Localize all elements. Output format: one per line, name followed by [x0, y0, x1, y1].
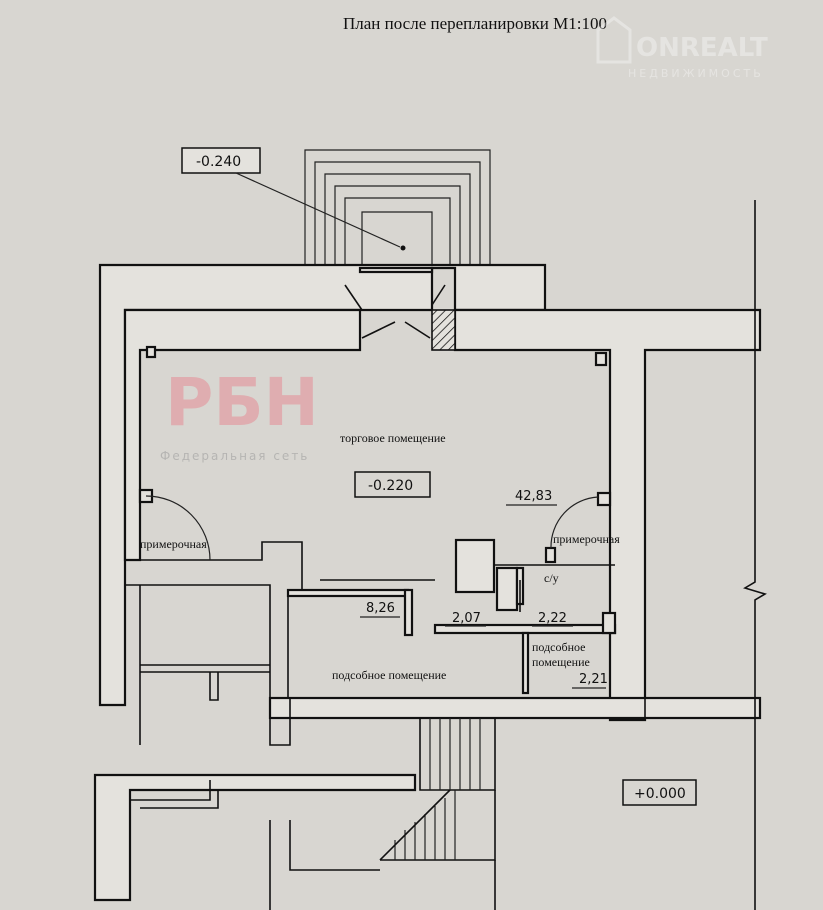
- utility-room-area: 8,26: [366, 601, 395, 616]
- walls: [93, 200, 767, 910]
- level-corridor: +0.000: [622, 779, 697, 806]
- trade-room-label: торговое помещение: [340, 431, 446, 445]
- wc-area: 2,22: [538, 611, 567, 626]
- fitting-room-right-label: примерочная: [553, 532, 620, 546]
- svg-text:+0.000: +0.000: [634, 786, 686, 802]
- svg-text:Федеральная сеть: Федеральная сеть: [160, 449, 309, 463]
- svg-text:-0.240: -0.240: [196, 154, 241, 170]
- fitting-room-left-label: примерочная: [140, 537, 207, 551]
- svg-text:РБН: РБН: [165, 364, 319, 441]
- trade-room-area: 42,83: [515, 489, 552, 504]
- svg-text:НЕДВИЖИМОСТЬ: НЕДВИЖИМОСТЬ: [628, 67, 764, 80]
- level-porch: -0.240: [181, 147, 401, 248]
- plan-title: План после перепланировки М1:100: [343, 14, 607, 33]
- level-main: -0.220: [354, 471, 431, 498]
- wc-label: с/у: [544, 571, 559, 585]
- onrealt-watermark: ONREALT НЕДВИЖИМОСТЬ: [596, 16, 768, 80]
- small-utility-label-1: подсобное: [532, 640, 586, 654]
- stairs: [379, 718, 496, 861]
- small-utility-area: 2,21: [579, 672, 608, 687]
- rbn-watermark: РБН Федеральная сеть: [160, 364, 319, 463]
- svg-text:-0.220: -0.220: [368, 478, 413, 494]
- area-2-07: 2,07: [452, 611, 481, 626]
- svg-text:ONREALT: ONREALT: [636, 33, 768, 63]
- porch-steps: [304, 149, 491, 268]
- small-utility-label-2: помещение: [532, 655, 590, 669]
- utility-room-label: подсобное помещение: [332, 668, 446, 682]
